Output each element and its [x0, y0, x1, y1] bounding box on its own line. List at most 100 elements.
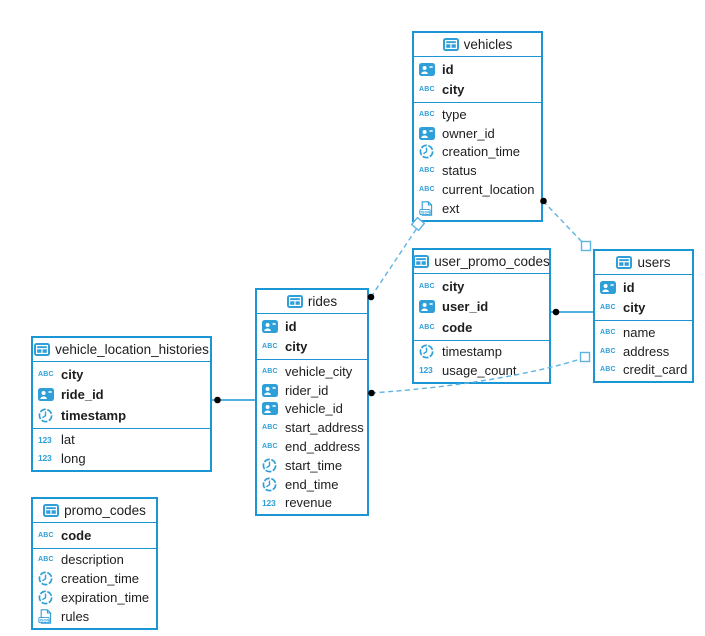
- table-header-vehicles[interactable]: vehicles: [414, 33, 541, 57]
- time-type-icon: [419, 144, 437, 159]
- table-header-user_promo_codes[interactable]: user_promo_codes: [413, 250, 550, 274]
- column-name: type: [442, 106, 467, 122]
- column-row-ext[interactable]: JSON ext: [414, 199, 541, 218]
- column-name: timestamp: [442, 344, 502, 360]
- column-name: long: [61, 451, 86, 467]
- id-type-icon: [38, 388, 56, 402]
- relation-vehicles-to-users[interactable]: [542, 200, 586, 246]
- column-name: owner_id: [442, 125, 495, 141]
- column-row-expiration_time[interactable]: expiration_time: [33, 588, 156, 607]
- column-row-owner_id[interactable]: owner_id: [414, 124, 541, 143]
- table-title: user_promo_codes: [434, 254, 550, 269]
- relation-endpoint-dot: [214, 396, 221, 404]
- column-row-timestamp[interactable]: timestamp: [33, 405, 210, 426]
- column-row-rider_id[interactable]: rider_id: [257, 381, 367, 400]
- column-name: usage_count: [442, 363, 517, 379]
- text-type-icon: ABC: [600, 366, 616, 374]
- time-type-icon: [262, 477, 280, 492]
- text-type-icon: ABC: [419, 186, 435, 194]
- text-type-icon: ABC: [262, 367, 278, 375]
- column-name: rules: [61, 608, 90, 624]
- column-row-user_id[interactable]: user_id: [414, 297, 549, 318]
- table-header-vehicle_location_histories[interactable]: vehicle_location_histories: [33, 338, 210, 362]
- column-row-id[interactable]: id: [595, 277, 692, 298]
- text-type-icon: ABC: [419, 167, 435, 175]
- table-title: rides: [307, 294, 338, 309]
- table-title: promo_codes: [64, 503, 146, 518]
- column-name: creation_time: [442, 144, 521, 160]
- column-row-creation_time[interactable]: creation_time: [33, 569, 156, 588]
- column-name: city: [285, 339, 308, 355]
- text-type-icon: ABC: [38, 556, 54, 564]
- table-header-promo_codes[interactable]: promo_codes: [33, 499, 156, 523]
- column-row-creation_time[interactable]: creation_time: [414, 143, 541, 162]
- column-name: ext: [442, 200, 460, 216]
- relation-endpoint-dot: [552, 308, 560, 316]
- column-name: creation_time: [61, 571, 140, 587]
- column-name: city: [623, 300, 646, 316]
- column-name: city: [442, 278, 465, 294]
- column-name: start_time: [285, 457, 343, 473]
- column-row-start_time[interactable]: start_time: [257, 456, 367, 475]
- table-header-rides[interactable]: rides: [257, 290, 367, 314]
- table-title: users: [637, 255, 671, 270]
- column-row-timestamp[interactable]: timestamp: [414, 343, 549, 362]
- text-type-icon: ABC: [600, 328, 616, 336]
- number-type-icon: 123: [38, 434, 52, 445]
- column-row-id[interactable]: id: [257, 316, 367, 337]
- relation-endpoint-square: [580, 240, 592, 252]
- column-row-vehicle_id[interactable]: vehicle_id: [257, 400, 367, 419]
- id-type-icon: [262, 402, 280, 416]
- table-title: vehicle_location_histories: [55, 342, 209, 357]
- table-icon: [413, 255, 430, 268]
- time-type-icon: [419, 344, 437, 359]
- number-type-icon: 123: [262, 497, 276, 508]
- table-icon: [442, 38, 459, 51]
- column-row-id[interactable]: id: [414, 59, 541, 80]
- json-type-icon: JSON: [419, 201, 437, 216]
- relation-rides-to-vehicles[interactable]: [370, 227, 418, 298]
- text-type-icon: ABC: [38, 531, 54, 539]
- column-row-ride_id[interactable]: ride_id: [33, 385, 210, 406]
- text-type-icon: ABC: [262, 443, 278, 451]
- column-name: address: [623, 343, 670, 359]
- table-header-users[interactable]: users: [595, 251, 692, 275]
- column-row-end_time[interactable]: end_time: [257, 475, 367, 494]
- column-name: code: [442, 319, 473, 335]
